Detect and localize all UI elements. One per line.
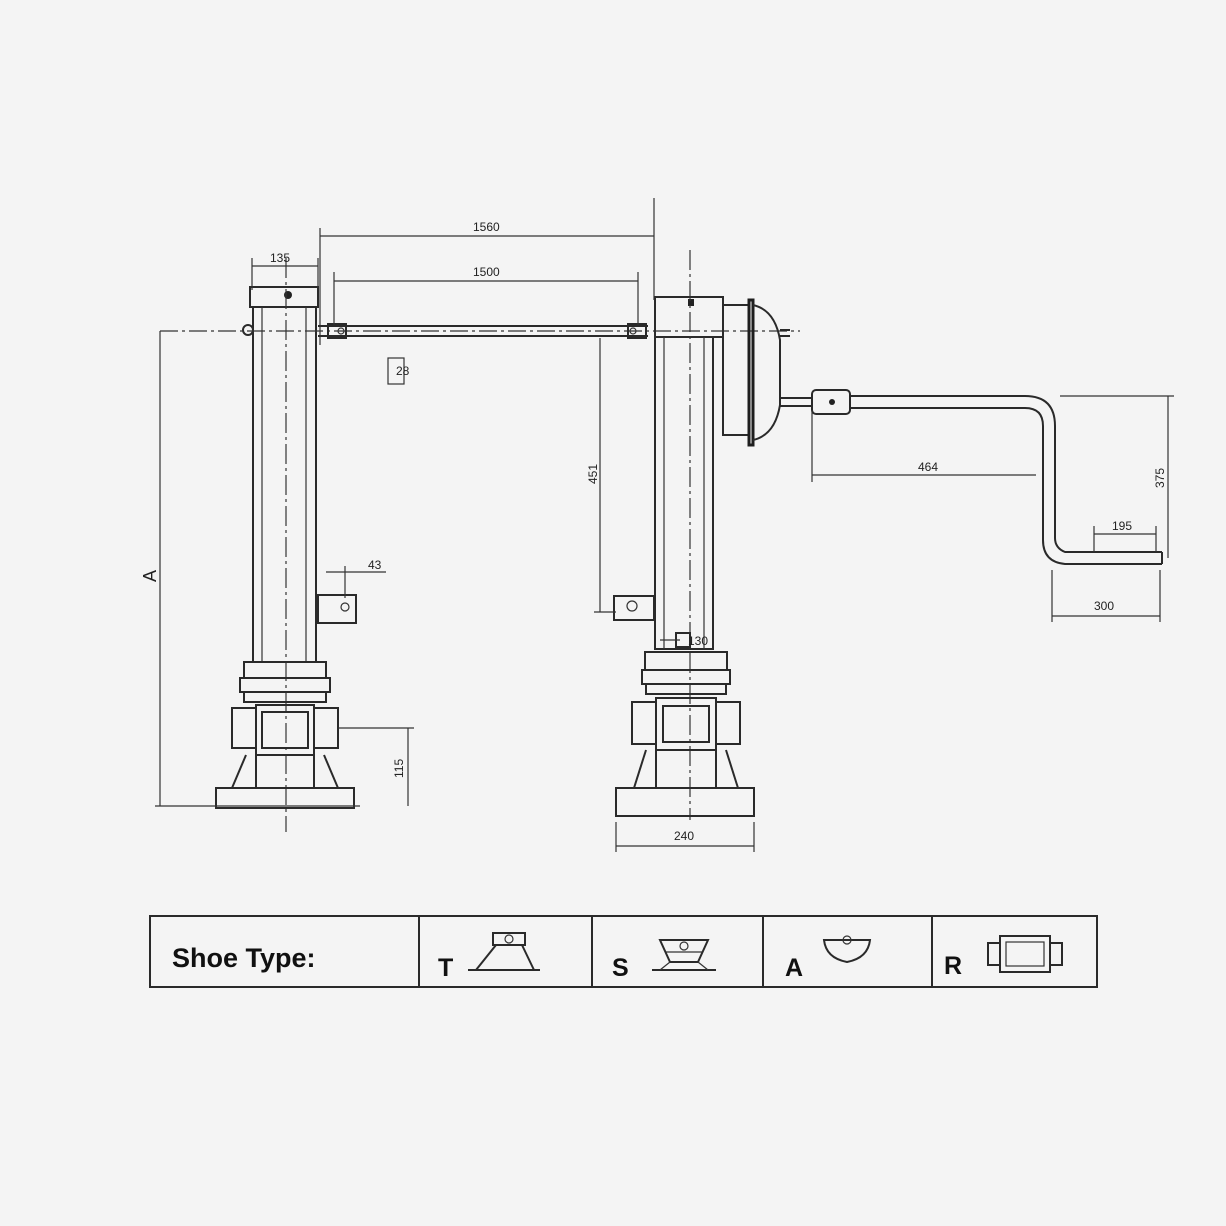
dim-195: 195 bbox=[1112, 519, 1132, 533]
crank-handle bbox=[780, 389, 1163, 565]
dim-1500: 1500 bbox=[473, 265, 500, 279]
legend-letter-s: S bbox=[612, 954, 629, 982]
dim-240: 240 bbox=[674, 829, 694, 843]
dim-130: 130 bbox=[688, 634, 708, 648]
a-shoe-icon bbox=[822, 935, 872, 964]
dimension-lines bbox=[155, 198, 1174, 852]
dim-451: 451 bbox=[586, 464, 600, 484]
left-leg bbox=[215, 258, 357, 832]
dim-115: 115 bbox=[392, 759, 406, 778]
dim-300: 300 bbox=[1094, 599, 1114, 613]
right-leg bbox=[613, 250, 790, 820]
shoe-type-legend: Shoe Type: T S A R bbox=[149, 915, 1098, 988]
dim-28: 28 bbox=[396, 364, 410, 378]
dim-43: 43 bbox=[368, 558, 382, 572]
dim-135: 135 bbox=[270, 251, 290, 265]
legend-letter-r: R bbox=[944, 952, 962, 980]
legend-letter-t: T bbox=[438, 954, 453, 982]
dim-375: 375 bbox=[1153, 468, 1167, 488]
legend-title: Shoe Type: bbox=[172, 943, 316, 973]
cross-shaft bbox=[160, 323, 800, 339]
dim-464: 464 bbox=[918, 460, 938, 474]
t-shoe-icon bbox=[468, 932, 540, 971]
legend-letter-a: A bbox=[785, 954, 803, 982]
s-shoe-icon bbox=[652, 939, 716, 971]
dim-1560: 1560 bbox=[473, 220, 500, 234]
r-shoe-icon bbox=[987, 935, 1063, 973]
dim-a: A bbox=[140, 570, 160, 582]
